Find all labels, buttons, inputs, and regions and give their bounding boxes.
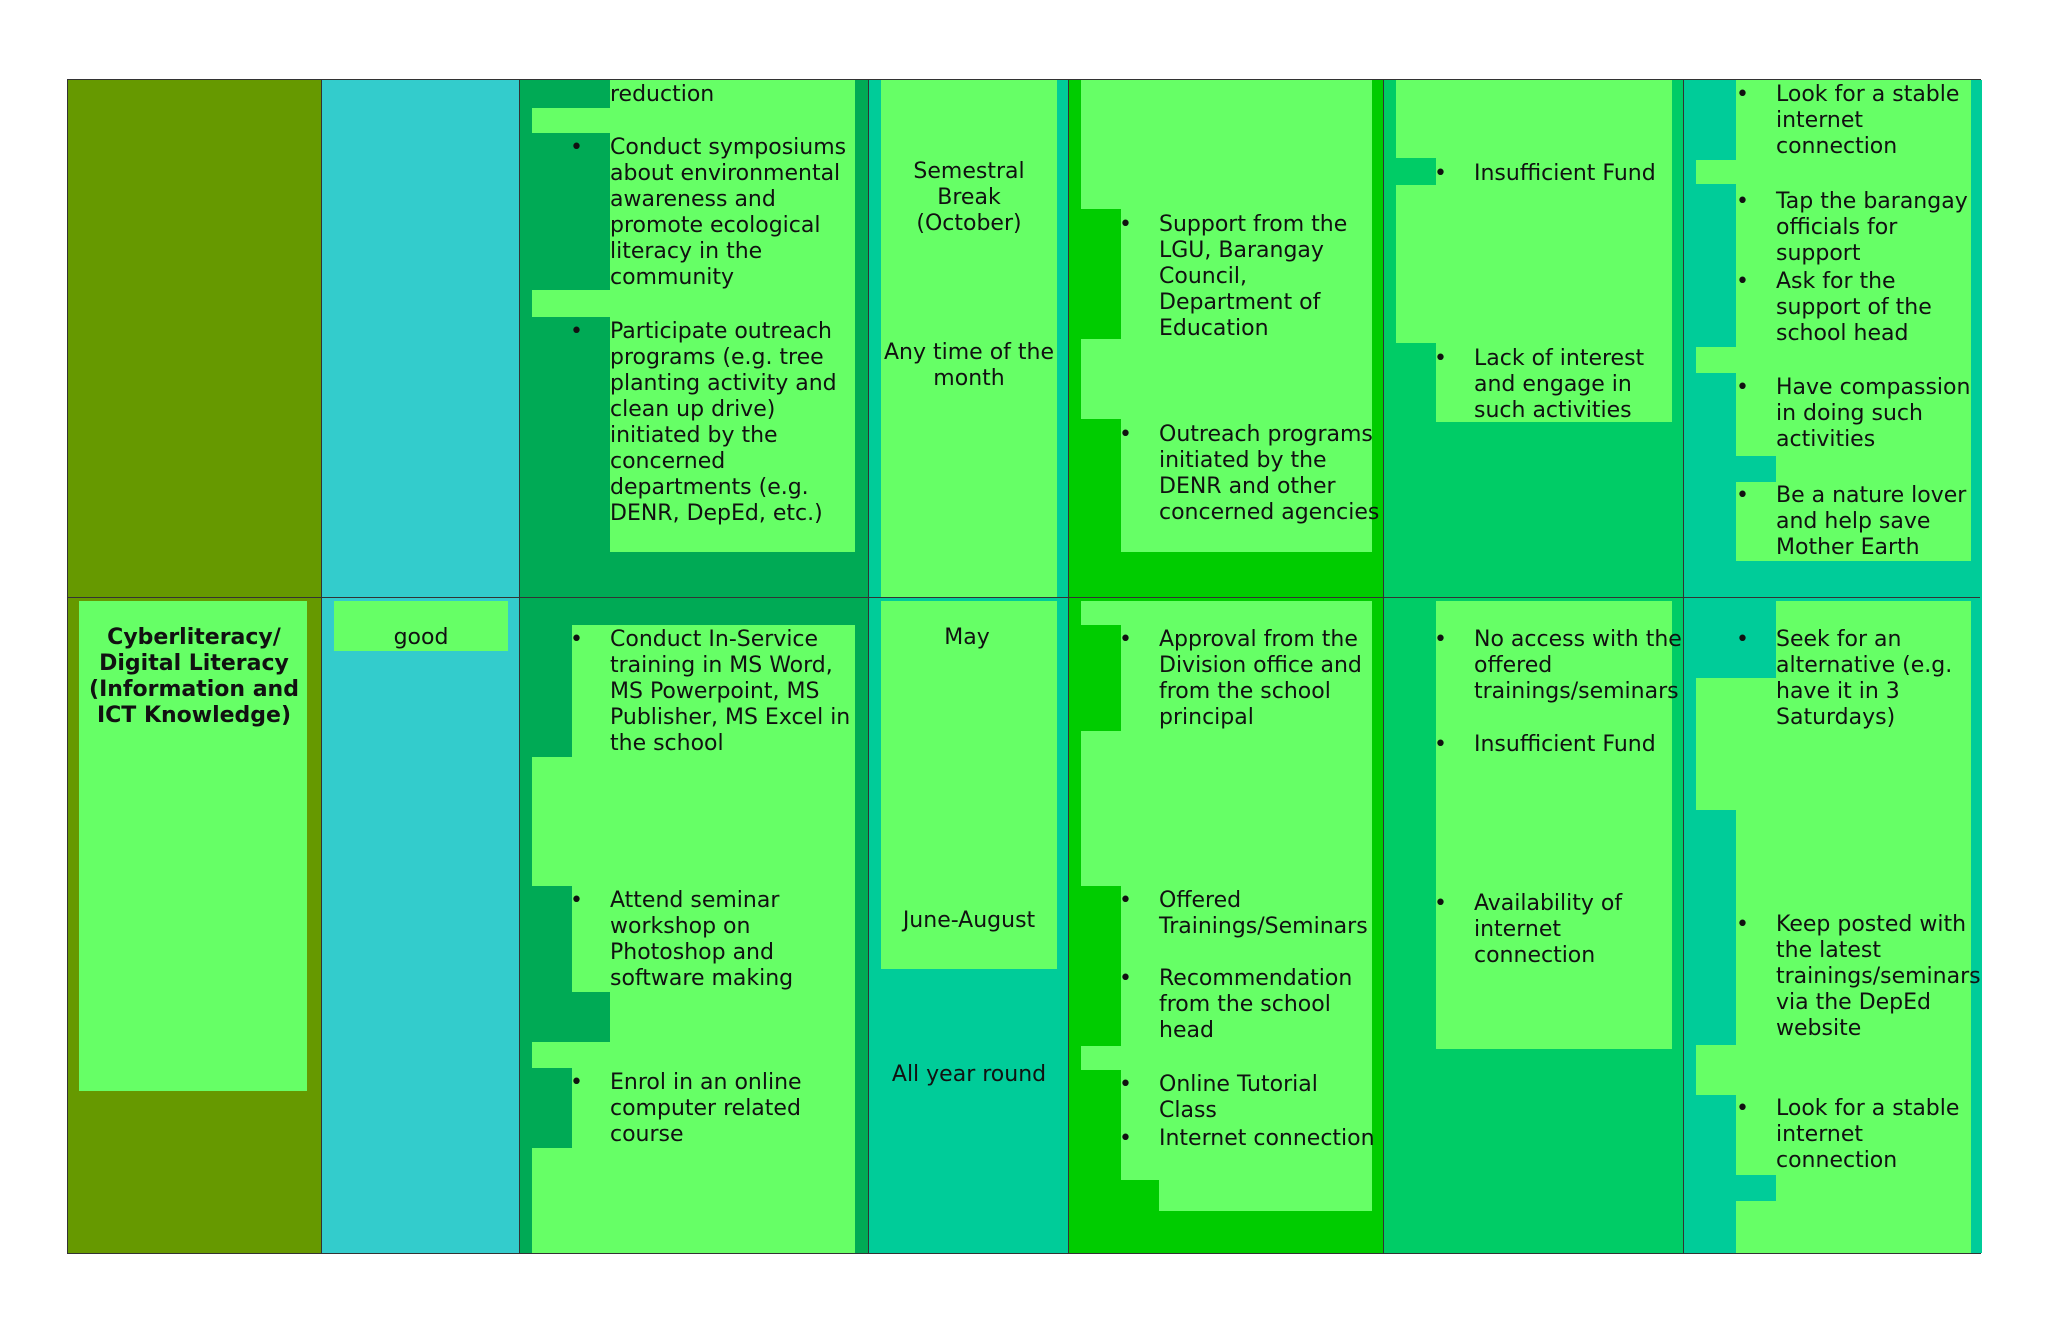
challenge-item: Lack of interest and engage in such acti…: [1434, 346, 1682, 424]
area-label: Cyberliteracy/ Digital Literacy (Informa…: [89, 625, 299, 728]
timeframe-item: May: [944, 625, 990, 650]
timeframe-item: All year round: [891, 1062, 1047, 1087]
rating-value: good: [393, 625, 449, 650]
strategy-item: reduction: [610, 82, 715, 107]
resource-item: Outreach programs initiated by the DENR …: [1119, 422, 1381, 526]
solution-item: Tap the barangay officials for support: [1736, 189, 1982, 267]
challenge-item: Availability of internet connection: [1434, 891, 1682, 969]
resources-r2-bg-c: [1081, 625, 1121, 731]
resources-r2-bg-f: [1081, 1180, 1159, 1211]
area-cell-highlight: [79, 601, 307, 1091]
challenge-item: Insufficient Fund: [1434, 732, 1682, 758]
strategy-item: Enrol in an online computer related cour…: [570, 1070, 860, 1148]
timeframe-column: Semestral Break (October) Any time of th…: [869, 80, 1069, 1253]
timeframe-item: Semestral Break (October): [913, 159, 1025, 236]
resource-item: Internet connection: [1119, 1126, 1381, 1152]
strategies-r2-bg-g: [532, 1068, 572, 1148]
solution-item: Seek for an alternative (e.g. have it in…: [1736, 627, 1982, 731]
solution-item: Ask for the support of the school head: [1736, 269, 1982, 347]
timeframe-r2-bg: [881, 601, 1057, 969]
strategies-r2-bg-e: [532, 886, 572, 992]
solutions-column: Look for a stable internet connection Ta…: [1684, 80, 1982, 1253]
challenges-r1-bg-a: [1396, 158, 1436, 185]
timeframe-item: Any time of the month: [883, 340, 1054, 391]
solution-item: Be a nature lover and help save Mother E…: [1736, 483, 1982, 561]
strategy-item: Conduct symposiums about environmental a…: [570, 135, 860, 291]
resource-item: Recommendation from the school head: [1119, 966, 1381, 1044]
timeframe-r1-bg: [881, 80, 1057, 597]
resource-item: Support from the LGU, Barangay Council, …: [1119, 212, 1379, 342]
resources-column: Support from the LGU, Barangay Council, …: [1069, 80, 1384, 1253]
resources-r2-bg-e: [1081, 1070, 1121, 1180]
strategy-item: Participate outreach programs (e.g. tree…: [570, 319, 860, 527]
area-column: Cyberliteracy/ Digital Literacy (Informa…: [68, 80, 322, 1253]
challenges-r2-bg-f: [1396, 971, 1436, 1049]
timeframe-item: June-August: [902, 908, 1036, 933]
challenge-item: Insufficient Fund: [1434, 161, 1682, 187]
challenges-r2-bg-e: [1396, 626, 1436, 971]
resources-r1-bg-b: [1081, 419, 1121, 552]
solution-item: Look for a stable internet connection: [1736, 82, 1982, 160]
row-divider: [68, 597, 1980, 598]
solutions-r2-bg-e: [1696, 1045, 1736, 1095]
strategies-r1-bg-b: [532, 290, 622, 317]
resource-item: Offered Trainings/Seminars: [1119, 888, 1381, 940]
challenges-r1-bg-b: [1396, 343, 1436, 422]
strategies-r2-bg-c: [532, 601, 610, 625]
strategies-r2-bg-f: [532, 992, 610, 1042]
solutions-r2-bg-g: [1736, 1175, 1776, 1201]
rating-column: good: [322, 80, 520, 1253]
strategies-r2-bg-d: [532, 625, 572, 757]
solution-item: Have compassion in doing such activities: [1736, 375, 1982, 453]
challenges-column: Insufficient Fund Lack of interest and e…: [1384, 80, 1684, 1253]
resource-item: Approval from the Division office and fr…: [1119, 627, 1381, 731]
solutions-r1-bg-a: [1696, 160, 1736, 184]
solutions-r1-bg-b: [1696, 347, 1736, 373]
resource-item: Online Tutorial Class: [1119, 1072, 1381, 1124]
resources-r1-bg-a: [1081, 209, 1121, 339]
strategies-r1-bg-a: [532, 108, 622, 133]
solution-item: Look for a stable internet connection: [1736, 1096, 1982, 1174]
solutions-r1-bg-c: [1736, 456, 1776, 482]
strategy-item: Attend seminar workshop on Photoshop and…: [570, 888, 860, 992]
challenges-r2-bg-d: [1396, 601, 1436, 626]
solutions-r2-bg-d: [1696, 678, 1736, 810]
strategy-item: Conduct In-Service training in MS Word, …: [570, 627, 865, 757]
strategies-column: reduction Conduct symposiums about envir…: [520, 80, 869, 1253]
challenge-item: No access with the offered trainings/sem…: [1434, 627, 1682, 705]
solution-item: Keep posted with the latest trainings/se…: [1736, 912, 1982, 1042]
resources-r2-bg-d: [1081, 886, 1121, 1046]
development-plan-table: Cyberliteracy/ Digital Literacy (Informa…: [67, 79, 1982, 1254]
rating-cell-highlight: [334, 601, 508, 651]
